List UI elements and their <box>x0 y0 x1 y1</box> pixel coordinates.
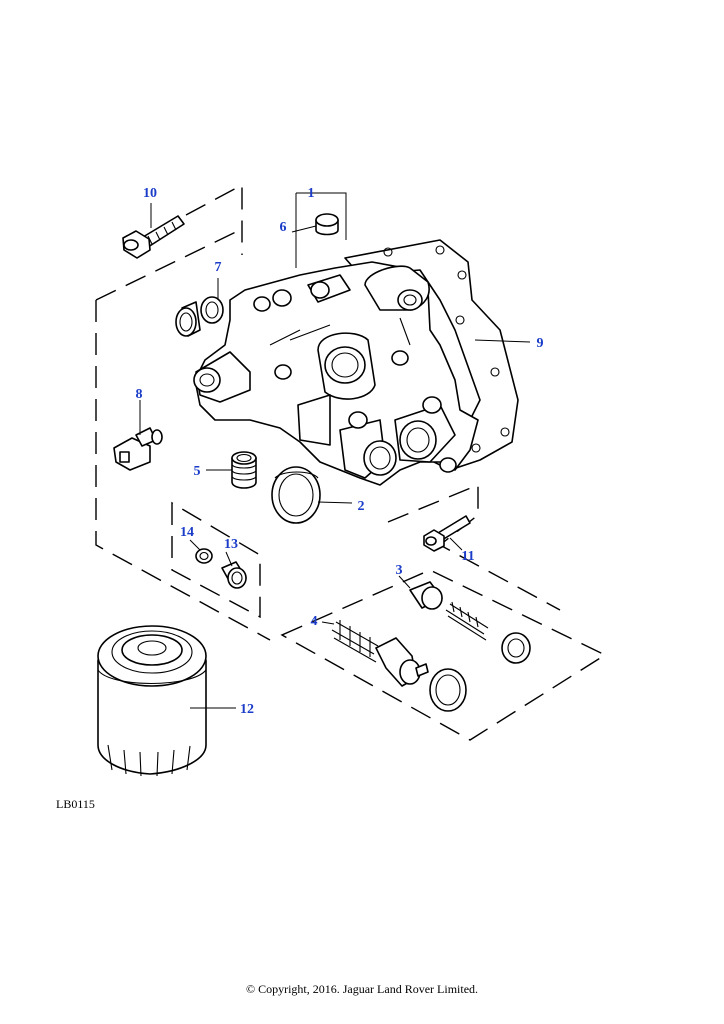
leader-lines <box>139 192 531 709</box>
part-10-bolt[interactable] <box>122 215 185 259</box>
callout-8: 8 <box>136 387 143 402</box>
callout-5: 5 <box>194 464 201 479</box>
callout-1: 1 <box>308 186 315 201</box>
callout-12: 12 <box>240 702 254 717</box>
callout-10: 10 <box>143 186 157 201</box>
callout-9: 9 <box>537 336 544 351</box>
part-7-oring[interactable] <box>175 296 224 337</box>
callout-11: 11 <box>461 549 474 564</box>
part-13-plug[interactable] <box>221 561 247 589</box>
callout-7: 7 <box>215 260 222 275</box>
part-8-pressure-switch[interactable] <box>113 427 163 471</box>
callout-2: 2 <box>358 499 365 514</box>
part-1-pump-housing[interactable] <box>193 261 479 486</box>
group-outlines <box>95 183 607 741</box>
callout-3: 3 <box>396 563 403 578</box>
callout-numbers: 1 2 3 4 5 6 7 8 9 10 11 12 13 14 <box>136 186 544 717</box>
copyright-notice: © Copyright, 2016. Jaguar Land Rover Lim… <box>245 982 479 996</box>
part-14-washer[interactable] <box>195 548 213 564</box>
part-4-valve-assembly[interactable] <box>331 620 467 712</box>
callout-6: 6 <box>280 220 287 235</box>
part-2-seal[interactable] <box>271 466 321 524</box>
part-6-cap[interactable] <box>315 213 339 236</box>
part-12-oil-filter[interactable] <box>97 625 207 777</box>
callout-4: 4 <box>311 614 318 629</box>
callout-13: 13 <box>224 537 238 552</box>
part-5-insert[interactable] <box>231 451 257 489</box>
part-11-bolt[interactable] <box>423 515 471 552</box>
callout-14: 14 <box>180 525 194 540</box>
figure-code: LB0115 <box>56 797 95 811</box>
part-3-relief-valve[interactable] <box>409 581 531 664</box>
